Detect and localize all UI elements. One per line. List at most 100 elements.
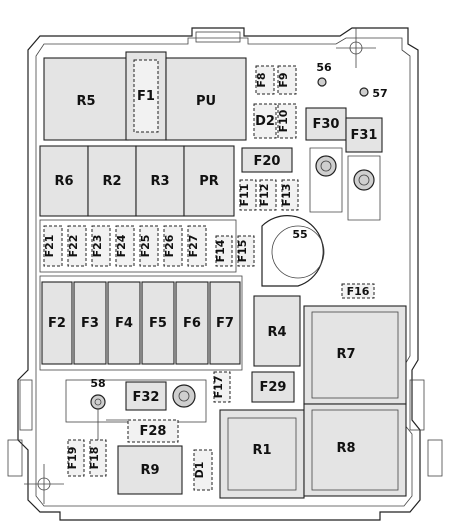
stud-bracket <box>309 147 381 221</box>
inner-outline <box>35 37 413 507</box>
label-f18: F18 <box>88 447 101 470</box>
connector-55 <box>271 225 325 279</box>
label-f20: F20 <box>254 154 281 169</box>
relay-r7-inner <box>311 311 399 399</box>
left-clip <box>7 439 23 477</box>
fuse-f9 <box>277 65 297 95</box>
relay-r8 <box>303 403 407 497</box>
label-56: 56 <box>316 61 332 74</box>
label-r5: R5 <box>76 94 95 109</box>
relay-r1 <box>219 409 305 499</box>
label-r9: R9 <box>140 463 159 478</box>
label-f5: F5 <box>149 316 167 331</box>
diode-d1 <box>193 449 213 491</box>
label-f25: F25 <box>139 235 152 258</box>
label-r7: R7 <box>336 347 355 362</box>
fuse-f3 <box>73 281 107 365</box>
maxi-fuse-panel <box>39 275 243 371</box>
label-f29: F29 <box>260 380 287 395</box>
right-side-rail <box>409 379 425 431</box>
relay-r2 <box>87 145 137 217</box>
label-r6: R6 <box>54 174 73 189</box>
label-f6: F6 <box>183 316 201 331</box>
stud-56 <box>317 77 327 87</box>
label-f4: F4 <box>115 316 133 331</box>
label-f22: F22 <box>67 235 80 258</box>
label-f1: F1 <box>137 89 155 104</box>
label-r2: R2 <box>102 174 121 189</box>
fuse-f6 <box>175 281 209 365</box>
label-f31: F31 <box>351 128 378 143</box>
label-f16: F16 <box>347 285 370 298</box>
fuse-f15 <box>237 235 255 267</box>
fuse-f31 <box>345 117 383 153</box>
label-r8: R8 <box>336 441 355 456</box>
label-f15: F15 <box>236 240 249 263</box>
label-f2: F2 <box>48 316 66 331</box>
label-57: 57 <box>372 87 387 100</box>
label-f32: F32 <box>133 390 160 405</box>
fuse-f27 <box>187 225 207 267</box>
relay-pr <box>183 145 235 217</box>
label-55: 55 <box>292 228 307 241</box>
fuse-f26 <box>163 225 183 267</box>
label-f30: F30 <box>313 117 340 132</box>
label-f10: F10 <box>277 109 290 132</box>
wire-bottom-left <box>97 409 128 440</box>
relay-r6 <box>39 145 89 217</box>
crosshair-top-right <box>336 28 376 68</box>
fuse-f2 <box>41 281 73 365</box>
label-pr: PR <box>199 174 219 189</box>
fuse-f24 <box>115 225 135 267</box>
fuse-f22 <box>67 225 87 267</box>
label-f8: F8 <box>255 72 268 87</box>
diode-d2 <box>253 103 277 139</box>
fuse-f7 <box>209 281 241 365</box>
stud-58 <box>90 394 106 410</box>
left-side-rail <box>19 379 33 431</box>
label-pu: PU <box>196 94 216 109</box>
fuse-f5 <box>141 281 175 365</box>
fuse-f19 <box>67 439 85 477</box>
fuse-f13 <box>281 179 299 211</box>
label-r4: R4 <box>267 325 286 340</box>
fuse-f12 <box>259 179 277 211</box>
label-d2: D2 <box>255 114 275 129</box>
label-r3: R3 <box>150 174 169 189</box>
stud-57 <box>359 87 369 97</box>
fuse-f30 <box>305 107 347 141</box>
label-f9: F9 <box>277 72 290 87</box>
label-f3: F3 <box>81 316 99 331</box>
fuse-f21 <box>43 225 63 267</box>
connector-55-housing <box>261 215 324 287</box>
housing-outline <box>17 27 421 521</box>
fuse-f20 <box>241 147 293 173</box>
relay-r3 <box>135 145 185 217</box>
mini-fuse-panel <box>39 219 237 273</box>
relay-r4 <box>253 295 301 367</box>
fuse-f32 <box>125 381 167 411</box>
stud-nut-bottom <box>172 384 196 408</box>
fuse-f1 <box>133 59 159 133</box>
relay-pu <box>165 57 247 141</box>
stud-nut-left <box>315 155 337 177</box>
label-f23: F23 <box>91 235 104 258</box>
label-f24: F24 <box>115 234 128 257</box>
label-f26: F26 <box>163 234 176 257</box>
fuse-f28 <box>127 419 179 443</box>
fuse-f29 <box>251 371 295 403</box>
top-clip <box>195 31 241 43</box>
fuse-f17 <box>213 371 231 403</box>
fuse-f14 <box>215 235 233 267</box>
fuse-f25 <box>139 225 159 267</box>
stud-nut-right <box>353 169 375 191</box>
right-clip <box>427 439 443 477</box>
label-d1: D1 <box>193 462 206 479</box>
label-58: 58 <box>90 377 105 390</box>
fuse-f10 <box>277 103 297 139</box>
label-f17: F17 <box>212 376 225 399</box>
label-f12: F12 <box>258 184 271 207</box>
label-f11: F11 <box>238 184 251 207</box>
fuse-f16 <box>341 283 375 299</box>
